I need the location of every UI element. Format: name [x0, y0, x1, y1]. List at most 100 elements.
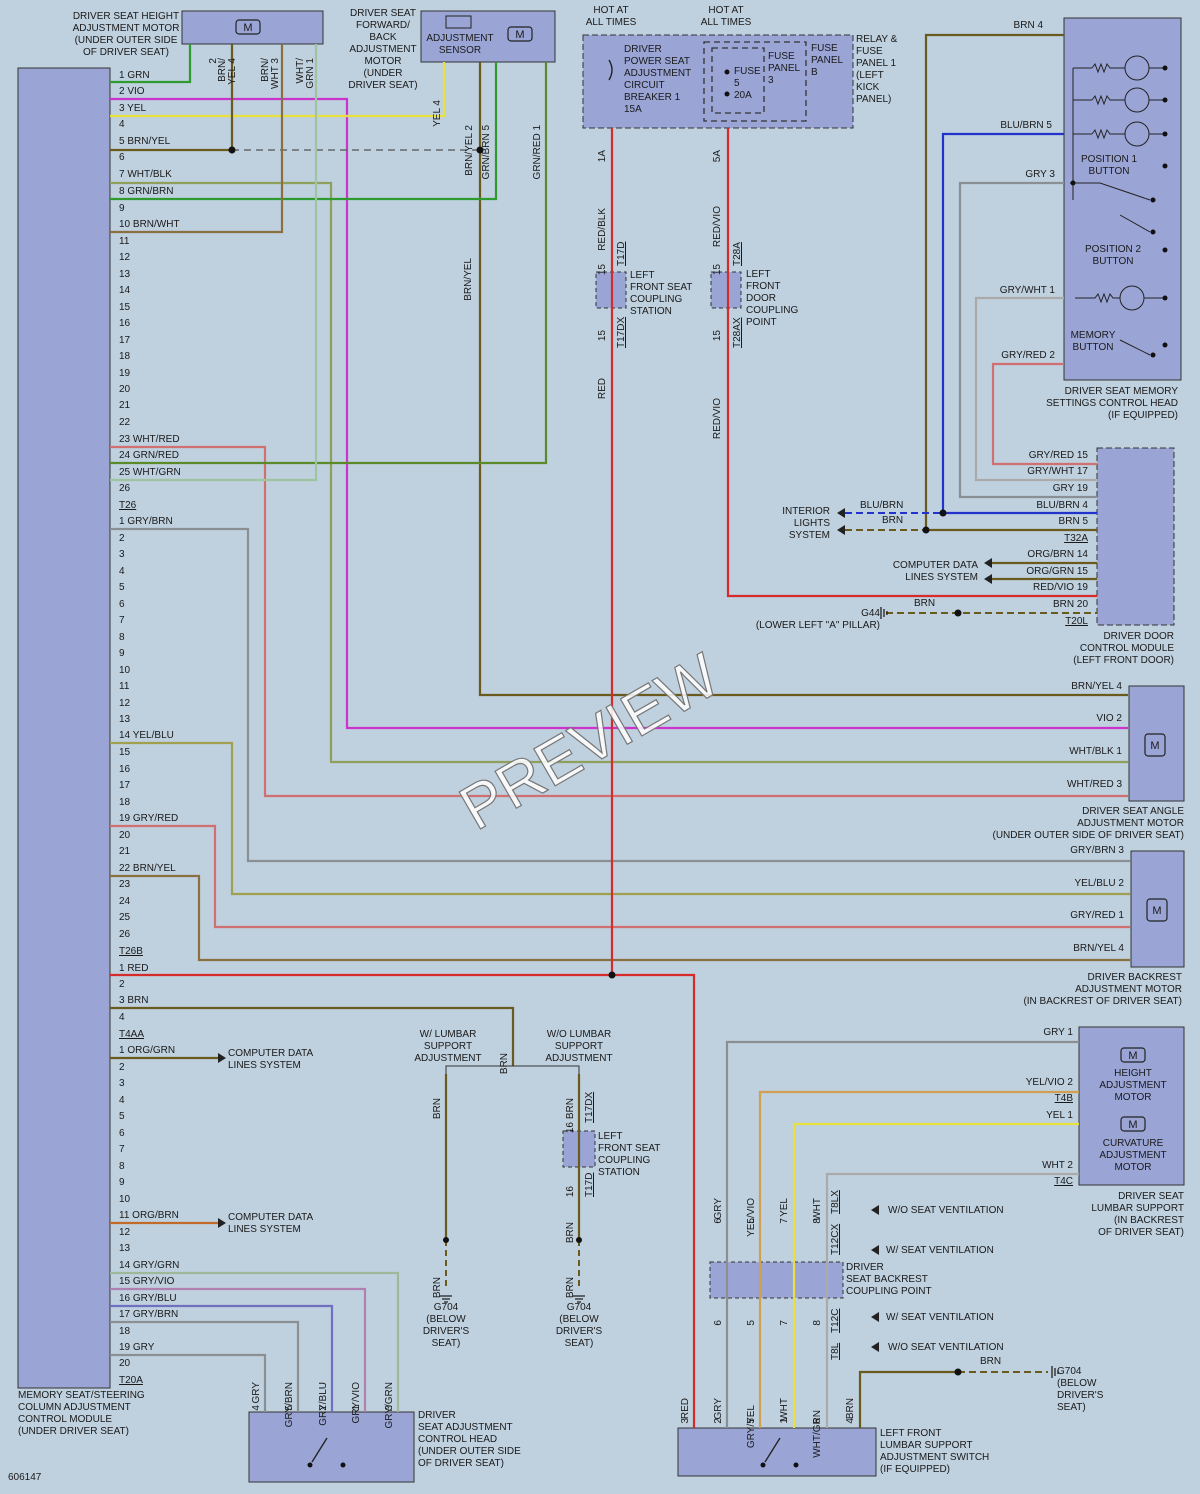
lumbar-unit-box	[1078, 1026, 1185, 1186]
wire-label: 2	[713, 1418, 724, 1424]
wire-label: GRY/BLU	[318, 1382, 329, 1426]
wire-label: WHT/GRN 1	[295, 58, 316, 89]
wo-ventilation-label: W/O SEAT VENTILATION	[888, 1342, 1004, 1353]
module-pin-label: 1 GRN	[119, 70, 150, 81]
wire-label: RED/VIO 19	[1033, 582, 1088, 593]
splice-dots	[228, 146, 962, 1376]
connector-t26b: T26B	[119, 946, 143, 957]
arrow-left-icon	[871, 1245, 879, 1255]
wire-label: BRN	[845, 1398, 856, 1419]
motor-icon	[235, 19, 261, 35]
module-pin-label: 13	[119, 1243, 131, 1254]
contact-dot	[1162, 295, 1168, 301]
module-pin-label: 4	[119, 1095, 125, 1106]
wire-blu-brn	[941, 132, 1097, 515]
wire-label: GRY 1	[1043, 1027, 1073, 1038]
wire-label: 16	[565, 1122, 576, 1134]
wire-label: 15	[597, 264, 608, 276]
diagram-id: 606147	[8, 1472, 42, 1483]
module-pin-label: 5	[119, 1111, 125, 1122]
connector-t17d: T17D	[584, 1173, 595, 1197]
fuse-dot	[724, 69, 730, 75]
connector-t17dx: T17DX	[584, 1092, 595, 1123]
wire-wht-lumbar	[825, 1172, 1079, 1428]
wire-label: 4	[845, 1418, 856, 1424]
module-pin-label: 16	[119, 318, 131, 329]
wire-label: 3	[680, 1418, 691, 1424]
motor-letter: M	[243, 22, 252, 34]
module-pin-label: 15 GRY/VIO	[119, 1276, 175, 1287]
wire-gry-grn	[110, 1271, 400, 1412]
arrow-left-icon	[871, 1205, 879, 1215]
motor-letter: M	[1150, 740, 1159, 752]
connector-t4aa: T4AA	[119, 1029, 144, 1040]
wire-label: BRN/YEL	[463, 258, 474, 301]
fuse-panel-3-outline	[711, 47, 765, 114]
wire-label: GRY/WHT 17	[1027, 466, 1088, 477]
wire-wht-blk	[110, 181, 1128, 764]
wire-label: ORG/BRN 14	[1027, 549, 1088, 560]
wire-label: 4	[251, 1405, 262, 1411]
module-pin-label: 15	[119, 747, 131, 758]
wire-label: 5	[746, 1418, 757, 1424]
breaker-symbol	[608, 59, 613, 81]
splice-dot	[228, 146, 236, 154]
module-pin-label: 10	[119, 665, 131, 676]
motor-letter: M	[1128, 1050, 1137, 1062]
module-pin-label: 12	[119, 698, 131, 709]
module-pin-label: 16 GRY/BLU	[119, 1293, 177, 1304]
wire-label: 8	[812, 1218, 823, 1224]
module-pin-label: 11	[119, 236, 130, 247]
module-pin-label: 11 ORG/BRN	[119, 1210, 179, 1221]
wire-label: BLU/BRN 5	[1000, 120, 1052, 131]
module-pin-label: 19	[119, 368, 131, 379]
contact-dot	[760, 1462, 766, 1468]
angle-motor-box	[1128, 685, 1185, 802]
wire-gry-red	[110, 824, 1130, 929]
module-pin-label: 11	[119, 681, 130, 692]
fuse-panel-b-outline	[703, 41, 807, 122]
wire-label: WHT 2	[1042, 1160, 1073, 1171]
module-pin-label: 13	[119, 714, 131, 725]
wire-label: ORG/GRN 15	[1026, 566, 1088, 577]
ground-icon	[573, 1295, 585, 1303]
contact-dot	[793, 1462, 799, 1468]
wire-label: 6	[812, 1418, 823, 1424]
contact-dot	[1162, 342, 1168, 348]
wire-label: GRN/BRN 5	[481, 125, 492, 180]
wire-label: 5	[746, 1320, 757, 1326]
wire-label: 8	[812, 1320, 823, 1326]
seat-head-box	[248, 1411, 415, 1483]
wire-label: BRN	[499, 1053, 510, 1074]
wire-brn-yel-backrest	[110, 874, 1130, 962]
module-pin-label: 7 WHT/BLK	[119, 169, 172, 180]
wire-label: GRY 3	[1025, 169, 1055, 180]
wire-label: 1	[779, 1418, 790, 1424]
module-pin-label: 8	[119, 1161, 125, 1172]
wire-label: 5A	[712, 150, 723, 163]
module-pin-label: 4	[119, 566, 125, 577]
module-pin-label: 19 GRY	[119, 1342, 155, 1353]
wire-label: 15	[712, 264, 723, 276]
module-pin-label: 6	[119, 1128, 125, 1139]
wire-yel-blu	[110, 741, 1130, 896]
connector-t17d: T17D	[616, 242, 627, 266]
module-pin-label: 13	[119, 269, 131, 280]
wire-label: BRN	[565, 1277, 576, 1298]
module-pin-label: 12	[119, 1227, 131, 1238]
switch-dots	[307, 69, 799, 1468]
wire-label: 2	[208, 58, 219, 64]
motor-icon	[507, 26, 533, 42]
wire-red-lumbar	[110, 973, 696, 1428]
wire-brn-memory	[924, 33, 1097, 532]
module-pin-label: 18	[119, 351, 131, 362]
